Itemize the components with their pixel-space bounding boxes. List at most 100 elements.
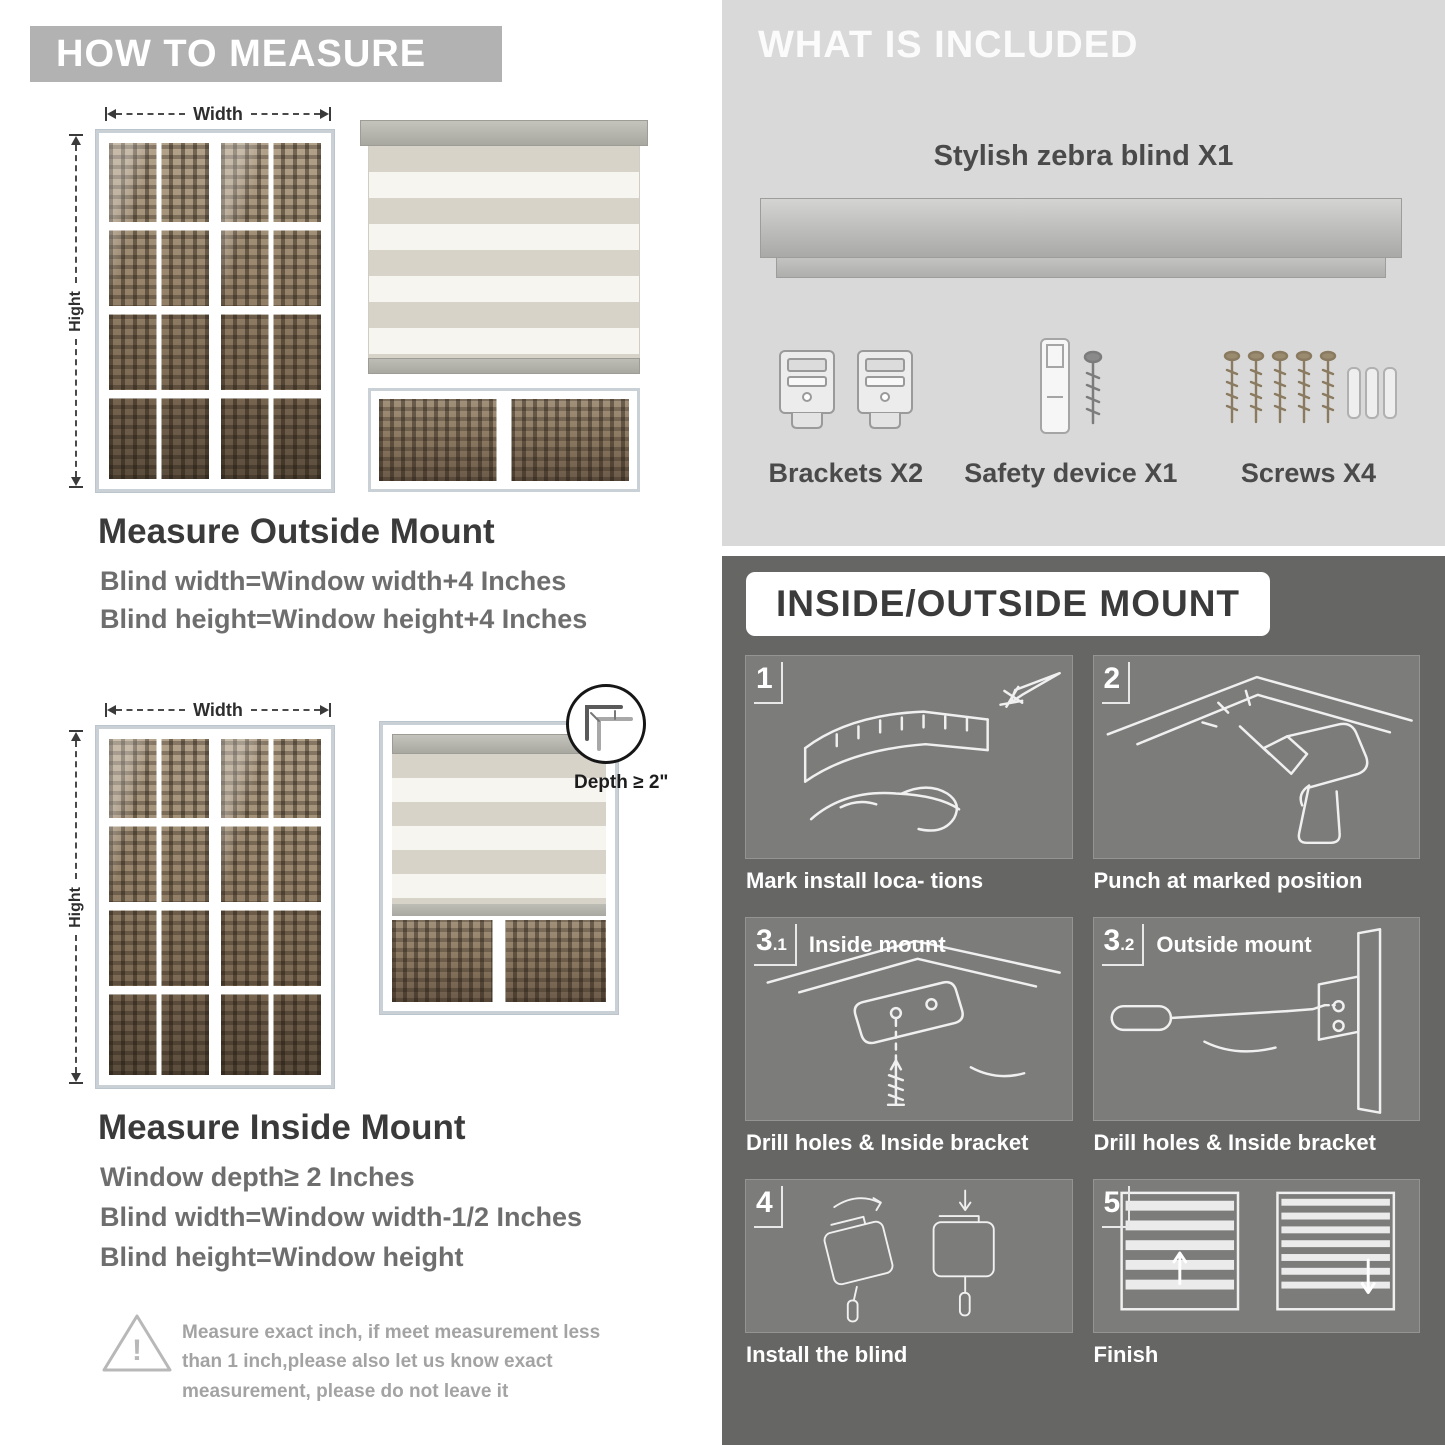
arrow-tick: [329, 107, 332, 121]
arrow-tick: [69, 730, 83, 732]
height-label: Hight: [67, 290, 84, 332]
step-caption: Mark install loca- tions: [746, 868, 984, 893]
window-panes: [109, 143, 209, 479]
measure-outside-mount-title: Measure Outside Mount: [98, 512, 495, 551]
depth-label: Depth ≥ 2": [574, 772, 669, 793]
step-panel-2: 2: [1092, 655, 1420, 859]
how-to-measure-header: HOW TO MEASURE: [30, 26, 502, 82]
arrow-dash: [250, 113, 321, 115]
step-cell-5: 5: [1092, 1179, 1420, 1368]
arrow-dash: [75, 935, 77, 1073]
inside-height-formula: Blind height=Window height: [100, 1242, 464, 1272]
arrow-dash: [75, 339, 77, 477]
blind-bottomrail: [392, 904, 606, 916]
step-caption: Drill holes & Inside bracket: [746, 1130, 1029, 1155]
step-title: Outside mount: [1156, 932, 1312, 957]
headrail-bar: [760, 198, 1402, 258]
step-caption: Punch at marked position: [1093, 868, 1363, 893]
measure-inside-mount-title: Measure Inside Mount: [98, 1108, 466, 1147]
window-illustration-outside: [96, 130, 334, 492]
included-item-brackets: Brackets X2: [769, 330, 923, 489]
mount-instructions-panel: INSIDE/OUTSIDE MOUNT 1: [722, 556, 1445, 1445]
step-number: 3.1: [754, 924, 797, 966]
inside-bracket-screw-illustration: [766, 939, 1061, 1107]
step-panel-4: 4: [745, 1179, 1073, 1333]
window-sash: [221, 739, 321, 1075]
step-head: 3.1 Inside mount: [754, 924, 946, 966]
screws-icon: [1218, 330, 1398, 440]
steps-grid: 1: [745, 655, 1420, 1368]
included-item-screws: Screws X4: [1218, 330, 1398, 489]
measuring-tape-illustration: [803, 671, 1061, 832]
arrow-up-icon: [71, 136, 81, 145]
safety-device-label: Safety device X1: [964, 458, 1178, 488]
inside-outside-mount-header: INSIDE/OUTSIDE MOUNT: [746, 572, 1271, 636]
included-items-row: Brackets X2: [748, 330, 1419, 489]
step-panel-3-2: 3.2 Outside mount: [1092, 917, 1420, 1121]
arrow-tick: [329, 703, 332, 717]
exclamation-glyph: !: [132, 1334, 142, 1367]
arrow-right-icon: [320, 705, 330, 715]
blind-stripes: [368, 146, 640, 358]
step-title: Inside mount: [808, 932, 946, 957]
step-number: 3.2: [1101, 924, 1145, 966]
step-cell-2: 2: [1092, 655, 1420, 894]
step-cell-3-1: 3.1 Inside mount: [745, 917, 1073, 1156]
warning-triangle-icon: !: [100, 1310, 174, 1381]
step-number: 5: [1101, 1186, 1131, 1228]
arrow-tick: [105, 107, 107, 121]
arrow-tick: [69, 486, 83, 488]
zebra-blind-headrail-image: [760, 198, 1402, 278]
arrow-dash: [250, 709, 321, 711]
inside-depth-formula: Window depth≥ 2 Inches: [100, 1162, 415, 1192]
window-sash: [221, 143, 321, 479]
window-panes: [221, 143, 321, 479]
what-is-included-header: WHAT IS INCLUDED: [758, 24, 1139, 66]
step-head: 4: [754, 1186, 795, 1228]
finished-blinds-illustration: [1119, 1191, 1395, 1311]
window-illustration-inside: [96, 726, 334, 1088]
step-cell-1: 1: [745, 655, 1073, 894]
step-head: 2: [1101, 662, 1143, 704]
inside-width-formula: Blind width=Window width-1/2 Inches: [100, 1202, 583, 1232]
width-label: Width: [193, 699, 243, 720]
arrow-dash: [116, 709, 186, 711]
window-corner-depth-icon: [585, 705, 633, 751]
window-sash: [109, 143, 209, 479]
outside-height-formula: Blind height=Window height+4 Inches: [100, 604, 588, 634]
step-caption: Drill holes & Inside bracket: [1093, 1130, 1376, 1155]
depth-magnifier-circle: [566, 684, 646, 764]
install-blind-illustration: [823, 1189, 995, 1323]
included-item-safety-device: Safety device X1: [964, 330, 1177, 489]
step-caption: Install the blind: [746, 1342, 908, 1367]
step-number: 2: [1101, 662, 1131, 704]
zebra-blind-outside-illustration: [360, 120, 648, 494]
what-is-included-panel: WHAT IS INCLUDED Stylish zebra blind X1: [722, 0, 1445, 546]
drill-illustration: [1106, 675, 1413, 845]
arrow-right-icon: [320, 109, 330, 119]
step-caption: Finish: [1093, 1342, 1159, 1367]
height-arrow: Hight: [67, 730, 84, 1084]
brackets-icon: [772, 330, 920, 440]
arrow-down-icon: [71, 477, 81, 486]
step-panel-3-1: 3.1 Inside mount: [745, 917, 1073, 1121]
arrow-left-icon: [107, 109, 116, 119]
window-lower-part: [392, 920, 606, 1002]
width-label: Width: [193, 103, 243, 124]
arrow-dash: [75, 145, 77, 283]
width-arrow: Width: [105, 699, 332, 720]
blind-bottomrail: [368, 358, 640, 374]
blind-headrail: [360, 120, 648, 146]
step-cell-4: 4: [745, 1179, 1073, 1368]
window-panes: [221, 739, 321, 1075]
step-panel-5: 5: [1092, 1179, 1420, 1333]
arrow-left-icon: [107, 705, 116, 715]
width-arrow: Width: [105, 103, 332, 124]
arrow-tick: [105, 703, 107, 717]
step-number: 1: [754, 662, 783, 704]
arrow-tick: [69, 134, 83, 136]
measurement-note: Measure exact inch, if meet measurement …: [182, 1322, 601, 1402]
zebra-blind-inside-illustration: [380, 722, 618, 1014]
window-sash: [109, 739, 209, 1075]
